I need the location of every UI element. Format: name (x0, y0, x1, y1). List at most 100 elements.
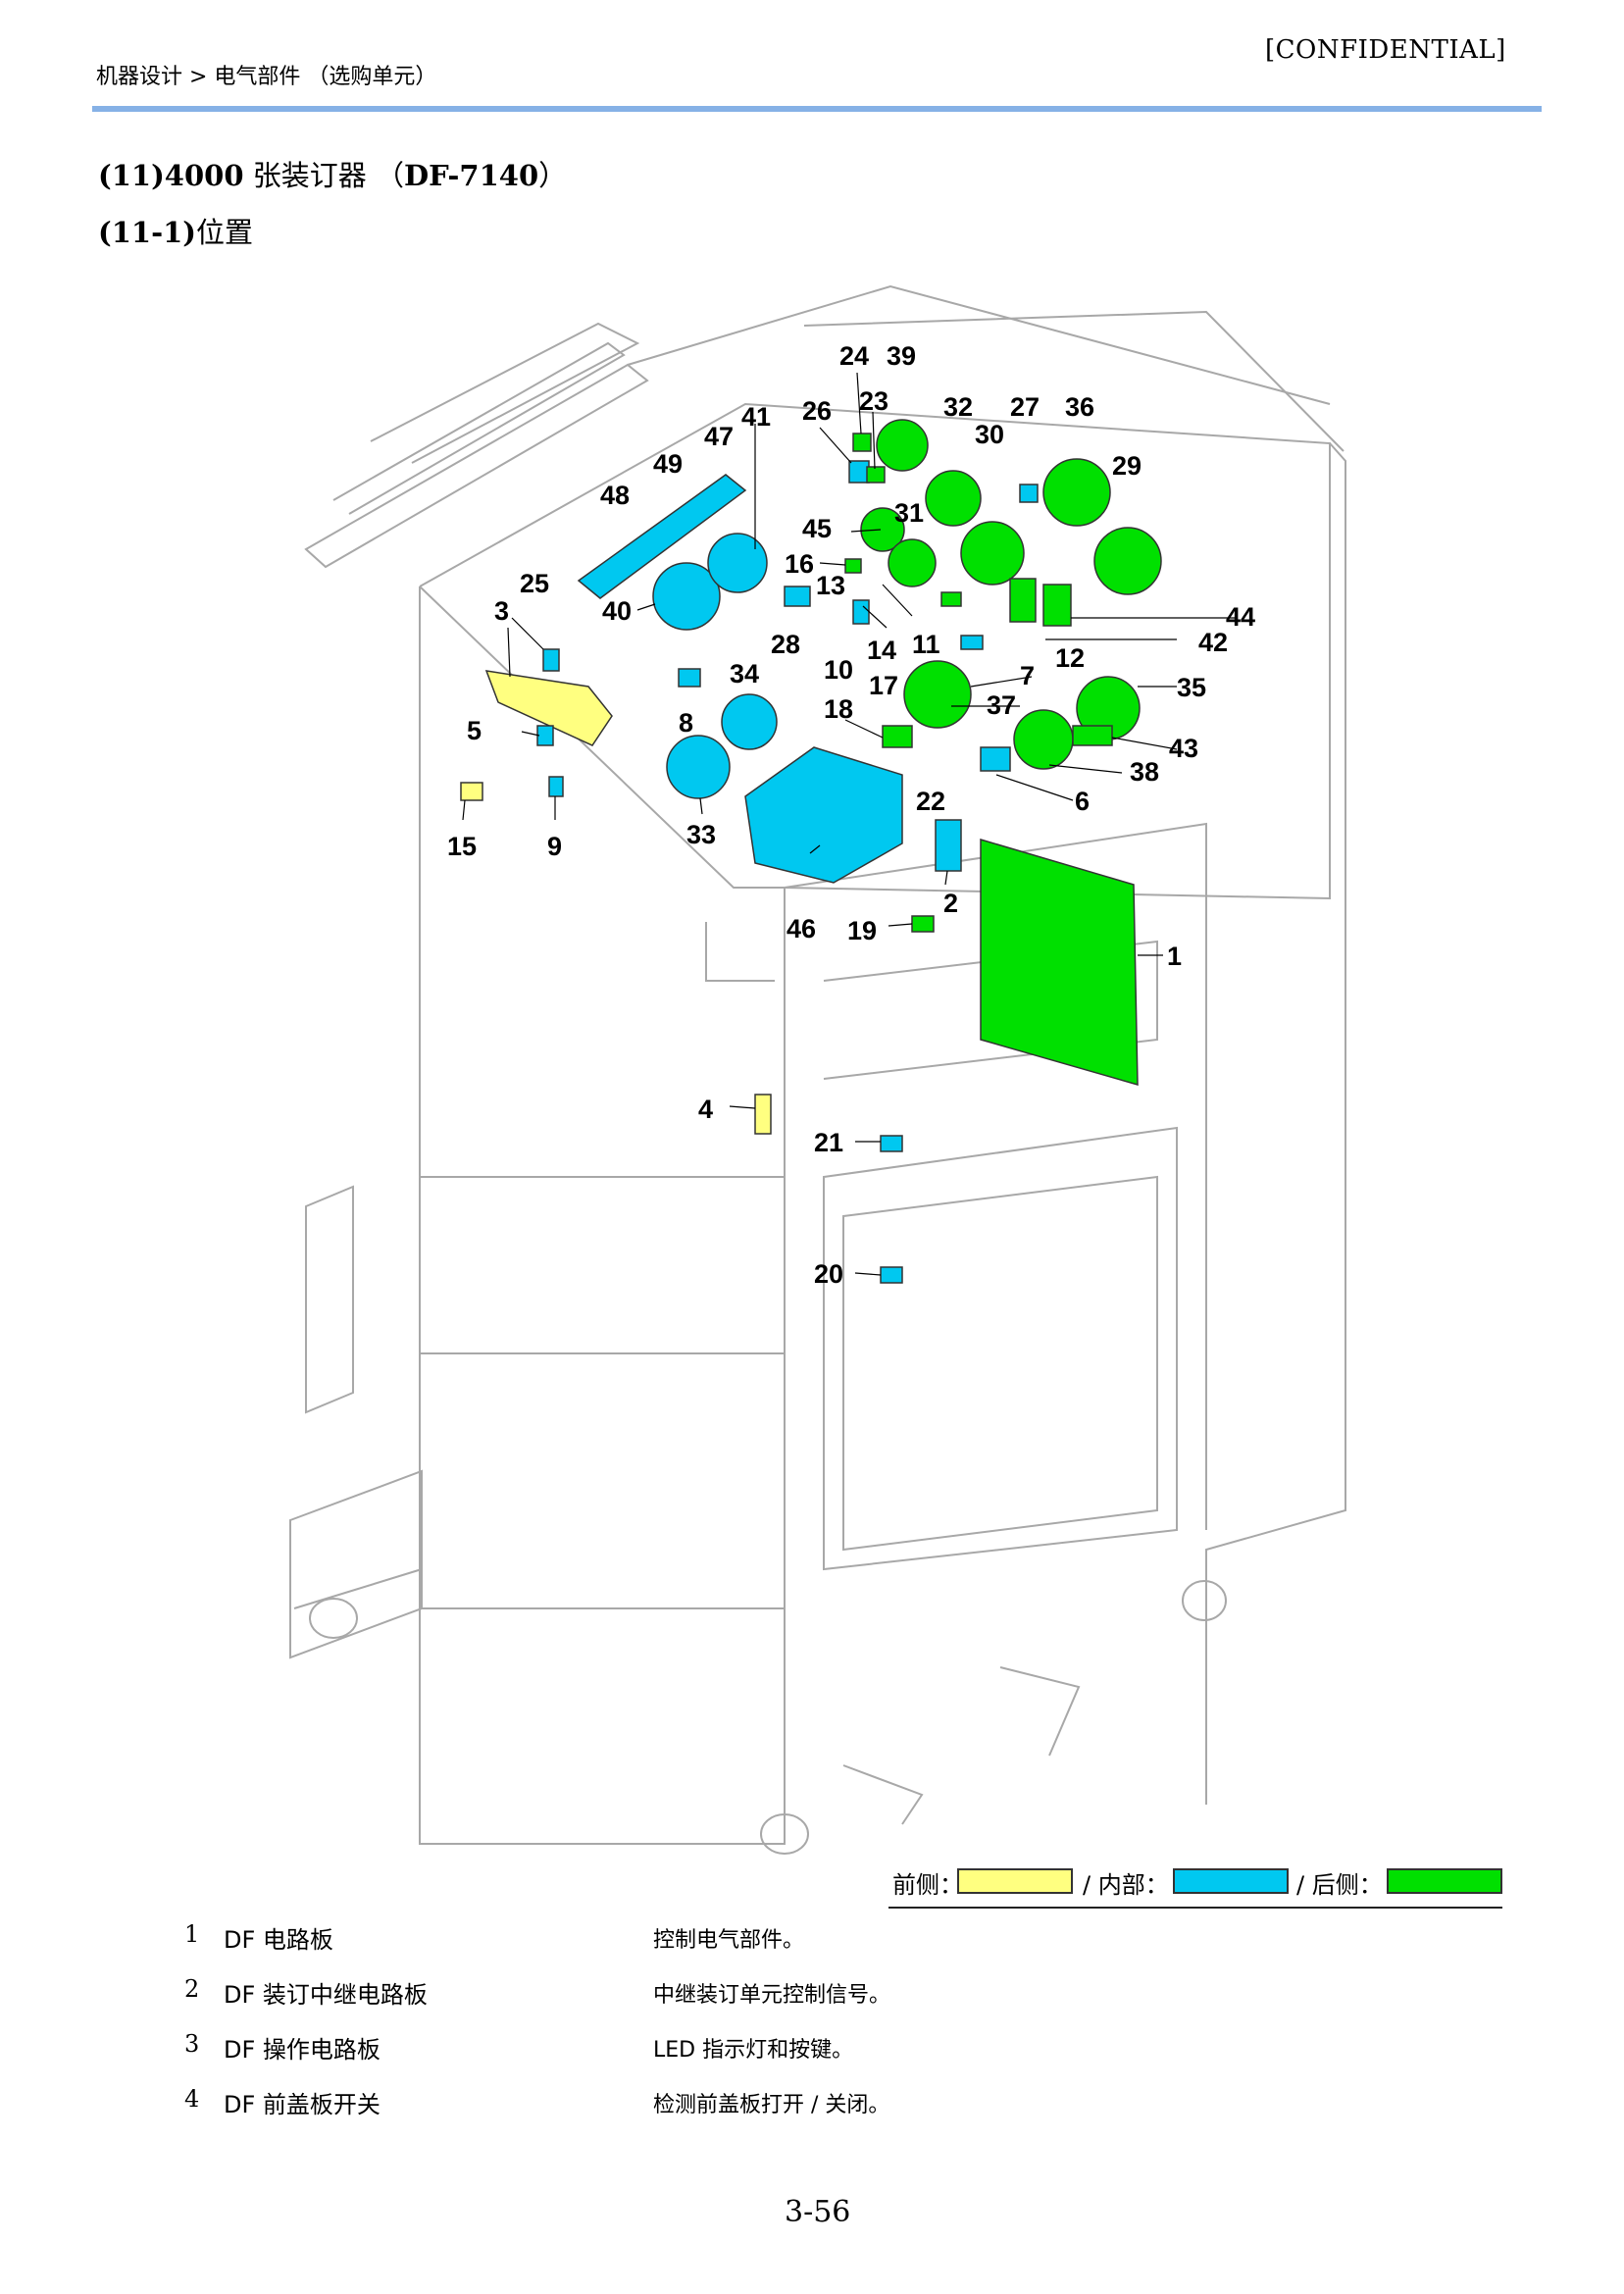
subsection-title: (11-1)位置 (98, 210, 253, 251)
callout-label: 8 (679, 708, 693, 738)
part-10 (852, 599, 870, 625)
callout-label: 35 (1177, 673, 1206, 702)
part-21 (880, 1135, 903, 1152)
header-rule (92, 106, 1542, 112)
part-26 (848, 460, 870, 484)
df-main-board (980, 838, 1139, 1087)
callout-label: 48 (600, 481, 630, 510)
callout-label: 10 (824, 655, 853, 685)
rear-parts (844, 419, 1162, 1087)
part-8 (678, 668, 701, 688)
part-34 (721, 693, 778, 750)
callout-label: 34 (730, 659, 759, 688)
part-23 (866, 466, 886, 484)
callout-label: 36 (1065, 392, 1094, 422)
callout-label: 24 (839, 341, 869, 371)
callout-label: 4 (698, 1095, 713, 1124)
part-37 (903, 660, 972, 729)
legend-rule (888, 1907, 1502, 1909)
callout-label: 49 (653, 449, 683, 479)
part-33 (666, 735, 731, 799)
part-15 (460, 782, 483, 801)
callout-label: 33 (686, 820, 716, 849)
callout-label: 28 (771, 630, 800, 659)
internal-parts (536, 460, 1039, 1284)
part-43 (1072, 725, 1113, 746)
callout-label: 11 (912, 630, 940, 659)
part-number: 1 (184, 1920, 200, 1948)
callout-label: 12 (1055, 643, 1085, 673)
section-title: (11)4000 张装订器 （DF-7140） (98, 153, 567, 194)
part-description: 中继装订单元控制信号。 (653, 1983, 891, 2008)
callout-label: 23 (859, 386, 888, 416)
part-41 (707, 533, 768, 593)
part-number: 2 (184, 1975, 200, 2003)
part-name: DF 前盖板开关 (224, 2091, 381, 2118)
stapler-unit (744, 746, 903, 884)
part-39 (876, 419, 929, 472)
part-28 (784, 586, 811, 607)
callout-label: 25 (520, 569, 549, 598)
part-5 (536, 725, 554, 746)
callout-label: 45 (802, 514, 832, 543)
callout-label: 30 (975, 420, 1004, 449)
legend-front-label: 前侧： (892, 1871, 963, 1899)
legend-rear-label: / 后侧： (1296, 1871, 1383, 1899)
callout-label: 38 (1130, 757, 1159, 787)
callout-label: 3 (494, 596, 509, 626)
subsection-title-number: (11-1) (98, 216, 197, 249)
machine-outline (289, 284, 1346, 1855)
callout-label: 31 (894, 498, 924, 528)
callout-label: 39 (887, 341, 916, 371)
part-6 (980, 746, 1011, 772)
callout-label: 26 (802, 396, 832, 426)
callout-label: 7 (1020, 661, 1035, 690)
part-36 (1042, 458, 1111, 527)
callout-label: 20 (814, 1259, 843, 1289)
callout-label: 17 (869, 671, 898, 700)
relay-board (935, 819, 962, 872)
callout-label: 18 (824, 694, 853, 724)
section-title-suffix: ） (538, 159, 568, 192)
part-31 (888, 538, 937, 587)
callout-labels: 24 39 26 23 32 27 36 47 41 30 29 49 48 4… (447, 341, 1255, 1289)
part-16 (844, 558, 862, 574)
callout-label: 29 (1112, 451, 1142, 481)
callout-label: 27 (1010, 392, 1040, 422)
front-parts (460, 670, 772, 1135)
part-14-13 (940, 591, 962, 607)
part-9 (548, 776, 564, 797)
page-number: 3-56 (785, 2195, 851, 2229)
part-40 (652, 562, 721, 631)
callout-label: 47 (704, 422, 734, 451)
callout-label: 16 (785, 549, 814, 579)
part-44 (1009, 578, 1037, 623)
legend-internal-swatch (1173, 1868, 1289, 1894)
callout-label: 14 (867, 636, 896, 665)
part-25 (542, 648, 560, 672)
callout-label: 22 (916, 787, 945, 816)
legend-front-swatch (957, 1868, 1073, 1894)
legend-rear-swatch (1387, 1868, 1502, 1894)
callout-label: 32 (943, 392, 973, 422)
subsection-title-text: 位置 (196, 216, 254, 249)
part-description: LED 指示灯和按键。 (653, 2038, 854, 2063)
callout-label: 46 (787, 914, 816, 943)
part-number: 3 (184, 2030, 200, 2058)
callout-label: 6 (1075, 787, 1090, 816)
part-32 (925, 470, 982, 527)
part-30 (960, 521, 1025, 586)
callout-label: 43 (1169, 734, 1198, 763)
part-38 (1013, 709, 1074, 770)
legend-internal-label: / 内部： (1083, 1871, 1169, 1899)
operation-board (484, 670, 613, 746)
callout-label: 9 (547, 832, 562, 861)
part-29 (1093, 527, 1162, 595)
part-24 (852, 433, 872, 452)
part-27 (1019, 484, 1039, 503)
part-11 (960, 635, 984, 650)
callout-label: 2 (943, 889, 958, 918)
callout-label: 19 (847, 916, 877, 945)
callout-label: 5 (467, 716, 482, 745)
